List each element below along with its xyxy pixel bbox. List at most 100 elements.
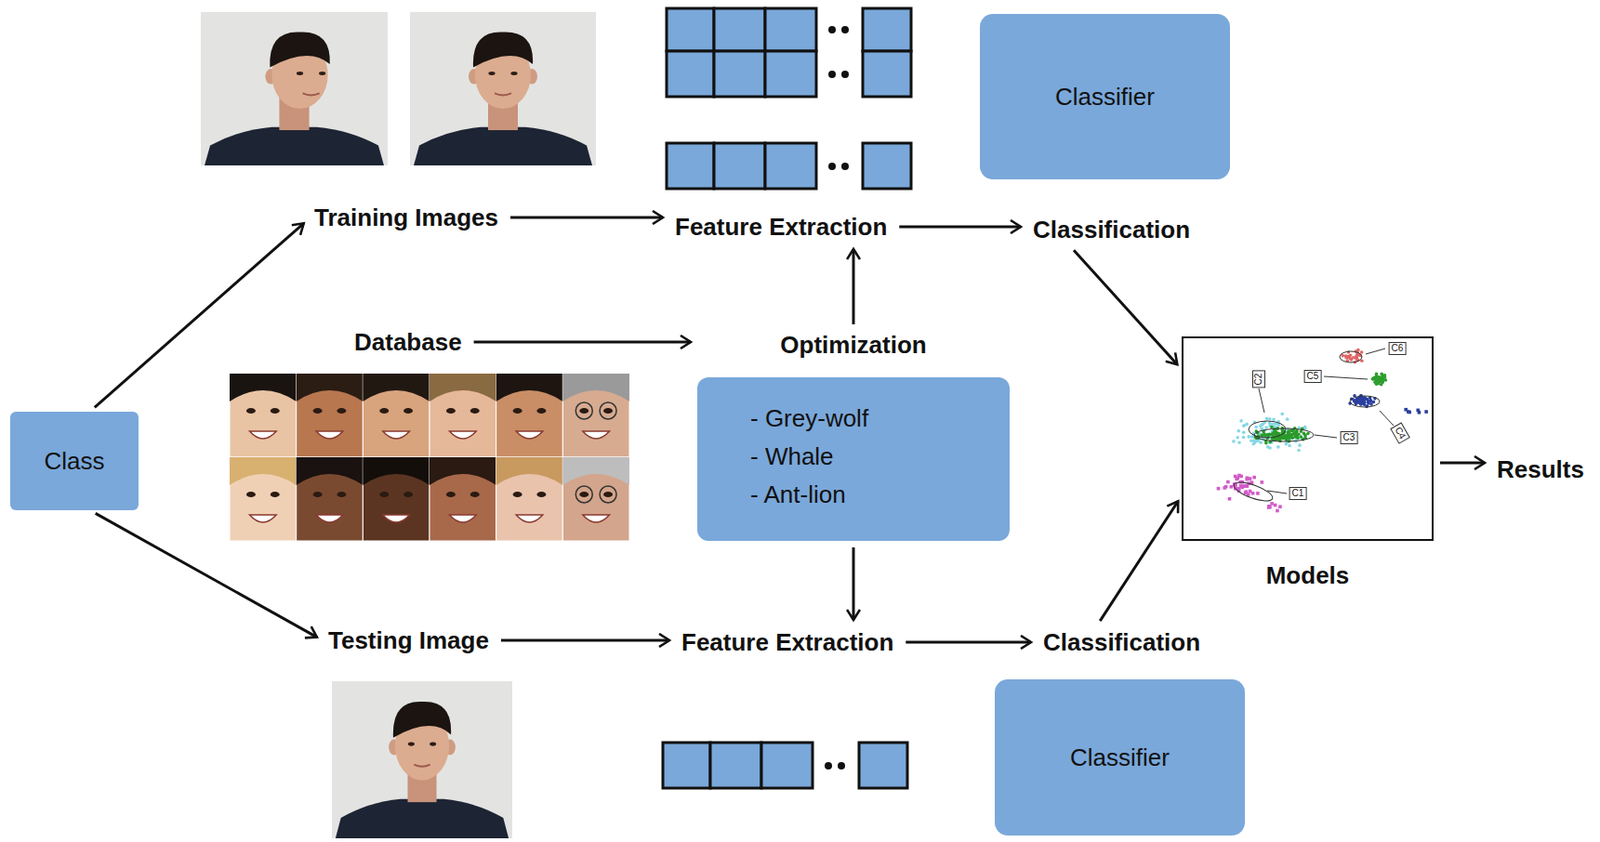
node-text: Database [354, 328, 463, 357]
flow-arrow [852, 249, 856, 325]
face [362, 457, 430, 542]
data-point [1352, 399, 1357, 404]
dot [841, 70, 849, 79]
smile [449, 431, 477, 439]
eye [579, 408, 589, 414]
leader-line [1365, 348, 1386, 355]
classifier-box: Classifier [979, 13, 1230, 180]
data-point [1366, 401, 1371, 406]
feature-cell [714, 8, 766, 52]
feature-cell [714, 51, 766, 97]
data-point [1236, 476, 1241, 480]
data-point [1249, 438, 1254, 443]
leader-line [1379, 410, 1394, 426]
eye [270, 408, 280, 414]
data-point [1354, 357, 1359, 361]
callout-label: C1 [1289, 487, 1308, 501]
flow-arrow [852, 547, 856, 621]
node-text: - Whale [750, 437, 1001, 477]
face [296, 373, 364, 458]
data-point [1372, 376, 1376, 381]
node-text: Classifier [1055, 82, 1155, 111]
step-label: Classification [1037, 626, 1206, 659]
class-box: Class [10, 411, 139, 511]
data-point [1229, 485, 1234, 490]
dot [841, 162, 849, 171]
data-point [1259, 433, 1264, 437]
data-point [1239, 419, 1243, 424]
eye [408, 742, 415, 747]
smile [515, 431, 543, 439]
data-point [1287, 436, 1292, 441]
data-point [1273, 503, 1278, 508]
hair [562, 457, 630, 486]
leader-line [1258, 388, 1265, 413]
eye [510, 71, 517, 76]
face-tile [362, 457, 430, 542]
classifier-box: Classifier [994, 679, 1245, 836]
eye [336, 408, 346, 414]
shirt [413, 127, 593, 166]
data-point [1267, 434, 1271, 438]
step-label: Testing Image [322, 624, 495, 657]
feature-cell [859, 742, 908, 789]
data-point [1269, 425, 1274, 430]
glasses [599, 402, 617, 420]
eye [470, 408, 480, 414]
data-point [1287, 444, 1292, 449]
data-point [1226, 480, 1230, 485]
face [362, 373, 430, 458]
dot [828, 162, 836, 171]
data-point [1360, 398, 1364, 403]
hair [362, 457, 430, 486]
smile [316, 431, 344, 439]
feature-cell [666, 51, 715, 97]
node-text: Models [1181, 561, 1434, 590]
data-point [1383, 373, 1388, 378]
step-label: Training Images [308, 201, 504, 234]
data-point [1266, 445, 1270, 450]
data-point [1275, 509, 1280, 514]
hair [296, 457, 364, 486]
data-point [1376, 377, 1381, 382]
data-point [1271, 431, 1276, 436]
dot [824, 762, 833, 770]
feature-cell [862, 143, 912, 189]
node-text: Classification [1043, 628, 1201, 657]
data-point [1239, 475, 1243, 479]
hair [393, 701, 451, 739]
face-tile [429, 457, 497, 542]
mouth [413, 765, 430, 767]
glasses [575, 486, 593, 503]
feature-cell [862, 51, 912, 97]
node-text: Feature Extraction [674, 212, 887, 241]
flow-arrow [1073, 250, 1177, 365]
step-label: Feature Extraction [669, 211, 893, 243]
feature-cell [862, 8, 912, 52]
data-point [1299, 435, 1304, 439]
step-label: Results [1491, 453, 1590, 486]
data-point [1372, 400, 1376, 405]
smile [582, 431, 610, 439]
flow-arrow [1099, 501, 1178, 622]
flow-arrow [474, 341, 691, 344]
node-text: Results [1496, 455, 1585, 484]
flow-arrow [94, 223, 305, 408]
feature-cell [710, 742, 762, 789]
data-point [1258, 440, 1263, 445]
flow-arrow [899, 225, 1021, 229]
data-point [1228, 497, 1232, 502]
step-label: Feature Extraction [675, 626, 900, 659]
data-point [1268, 504, 1272, 509]
data-point [1224, 485, 1229, 490]
data-point [1284, 437, 1289, 442]
face [429, 373, 497, 458]
eye [603, 491, 613, 498]
face-tile [362, 373, 430, 458]
smile [383, 515, 410, 523]
glasses [599, 486, 617, 503]
eye [579, 491, 589, 498]
dot [828, 70, 836, 79]
portrait-photo [409, 12, 596, 166]
